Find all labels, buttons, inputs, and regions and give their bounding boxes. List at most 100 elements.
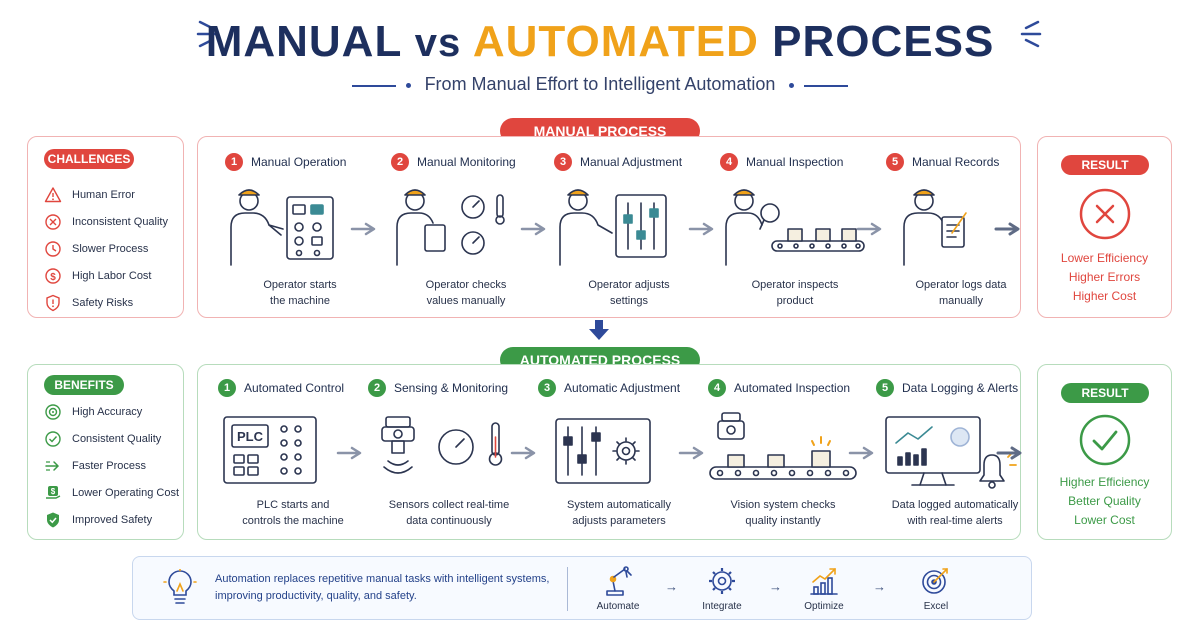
banner-divider (567, 567, 568, 611)
down-arrow-icon (589, 320, 609, 340)
result-line: Lower Cost (1074, 513, 1135, 527)
step-description: Sensors collect real-time data continuou… (364, 497, 534, 529)
flow-arrow-icon (848, 446, 874, 460)
svg-text:$: $ (50, 271, 56, 282)
step-description: System automatically adjusts parameters (534, 497, 704, 529)
benefits-panel: BENEFITS High Accuracy Consistent Qualit… (27, 364, 184, 540)
challenge-label: High Labor Cost (72, 269, 152, 282)
flow-arrow-icon (688, 222, 714, 236)
step-header: 3 Automatic Adjustment (538, 379, 708, 397)
vision-conveyor-icon (709, 412, 857, 480)
banner-arrow: → (665, 579, 678, 594)
list-item: Improved Safety (44, 506, 179, 533)
banner-arrow: → (873, 579, 886, 594)
warning-icon (44, 186, 62, 202)
operator-magnifier-icon (725, 189, 865, 266)
step-desc-line: settings (610, 295, 648, 307)
step-description: Operator checks values manually (391, 277, 541, 309)
benefit-label: Faster Process (72, 459, 146, 472)
list-item: $ Lower Operating Cost (44, 479, 179, 506)
step-number: 1 (225, 153, 243, 171)
page-subtitle: From Manual Effort to Intelligent Automa… (424, 74, 776, 94)
step-title: Automated Control (244, 381, 345, 395)
banner-text-line: improving productivity, quality, and saf… (215, 590, 417, 602)
step-header: 1 Automated Control (218, 379, 388, 397)
benefit-label: Lower Operating Cost (72, 486, 179, 499)
step-number: 5 (876, 379, 894, 397)
step-desc-line: PLC starts and (256, 499, 330, 511)
check-circle-icon (1079, 414, 1130, 466)
automated-step-5: 5 Data Logging & Alerts Data logged auto… (876, 363, 1036, 543)
list-item: Human Error (44, 181, 168, 208)
list-item: Consistent Quality (44, 425, 179, 452)
x-circle-icon (1079, 188, 1130, 240)
step-desc-line: the machine (270, 295, 330, 307)
benefit-label: Consistent Quality (72, 432, 162, 445)
lightbulb-icon (163, 569, 197, 604)
flow-arrow-icon (678, 446, 704, 460)
title-row: MANUAL vs AUTOMATED PROCESS (0, 12, 1200, 72)
step-desc-line: Data logged automatically (891, 499, 1019, 511)
shield-check-icon (47, 512, 59, 527)
step-description: Operator logs data manually (886, 277, 1036, 309)
manual-result-panel: RESULT Lower Efficiency Higher Errors Hi… (1037, 136, 1172, 318)
challenges-list: Human Error Inconsistent Quality Slower … (44, 181, 168, 316)
sliders-gear-icon (555, 418, 651, 484)
step-number: 4 (708, 379, 726, 397)
step-desc-line: Operator starts (263, 279, 337, 291)
step-desc-line: adjusts parameters (572, 515, 666, 527)
subtitle-row: From Manual Effort to Intelligent Automa… (0, 70, 1200, 98)
plc-icon: PLC (223, 416, 317, 484)
step-description: Operator starts the machine (225, 277, 375, 309)
list-item: Faster Process (44, 452, 179, 479)
benefits-label: BENEFITS (44, 375, 124, 395)
operator-gauges-icon (396, 189, 505, 266)
manual-step-2: 2 Manual Monitoring Operator checks valu… (391, 137, 551, 317)
step-desc-line: Sensors collect real-time (388, 499, 510, 511)
svg-text:$: $ (51, 487, 56, 496)
step-desc-line: quality instantly (745, 515, 821, 527)
automated-step-4: 4 Automated Inspection Vision system che… (708, 363, 868, 543)
challenges-panel: CHALLENGES Human Error Inconsistent Qual… (27, 136, 184, 318)
step-header: 4 Manual Inspection (720, 153, 890, 171)
step-header: 5 Data Logging & Alerts (876, 379, 1046, 397)
robot-arm-icon (606, 566, 632, 596)
flow-arrow-icon (510, 446, 536, 460)
title-decoration-right-icon (1020, 20, 1042, 48)
fast-arrow-icon (45, 460, 60, 471)
step-desc-line: Operator logs data (915, 279, 1007, 291)
step-description: PLC starts and controls the machine (218, 497, 368, 529)
step-desc-line: product (776, 295, 814, 307)
step-number: 3 (554, 153, 572, 171)
step-title: Automatic Adjustment (564, 381, 681, 395)
operator-control-panel-icon (230, 189, 334, 266)
title-decoration-left-icon (196, 20, 218, 48)
step-desc-line: with real-time alerts (907, 515, 1003, 527)
automated-step-1: 1 Automated Control PLC PLC starts and c… (218, 363, 378, 543)
benefit-label: High Accuracy (72, 405, 143, 418)
step-title: Sensing & Monitoring (394, 381, 509, 395)
challenge-label: Safety Risks (72, 296, 134, 309)
step-title: Automated Inspection (734, 381, 851, 395)
step-number: 2 (368, 379, 386, 397)
banner-item-optimize: Optimize (789, 565, 859, 612)
subtitle-dot-left (405, 83, 411, 89)
page-title: MANUAL vs AUTOMATED PROCESS (0, 12, 1200, 73)
manual-step-1: 1 Manual Operation Operator starts the m… (225, 137, 385, 317)
target-arrow-icon (922, 568, 948, 594)
step-desc-line: System automatically (567, 499, 671, 511)
manual-step-5: 5 Manual Records Operator logs data manu… (886, 137, 1046, 317)
monitor-bell-icon (885, 416, 1017, 489)
flow-arrow-icon (520, 222, 546, 236)
step-desc-line: Operator adjusts (588, 279, 670, 291)
list-item: High Accuracy (44, 398, 179, 425)
manual-result-label: RESULT (1061, 155, 1149, 175)
step-header: 1 Manual Operation (225, 153, 395, 171)
step-title: Data Logging & Alerts (902, 381, 1019, 395)
banner-item-automate: Automate (583, 565, 653, 612)
step-description: Vision system checks quality instantly (708, 497, 858, 529)
step-desc-line: data continuously (406, 515, 492, 527)
step-number: 1 (218, 379, 236, 397)
flow-arrow-icon (350, 222, 376, 236)
gear-icon (709, 568, 735, 594)
